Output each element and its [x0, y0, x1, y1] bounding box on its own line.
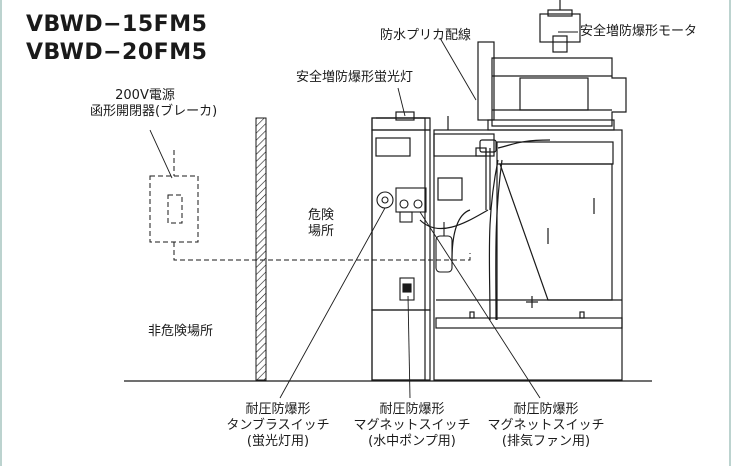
- label-non-danger-area: 非危険場所: [148, 324, 214, 339]
- label-motor: 安全増防爆形モータ: [580, 24, 698, 39]
- label-danger-line1: 危険: [308, 208, 335, 223]
- label-fan-switch: 耐圧防爆形 マグネットスイッチ (排気ファン用): [484, 402, 608, 450]
- model-name-1: VBWD−15FM5: [26, 12, 208, 37]
- label-sw1-line2: タンブラスイッチ: [226, 418, 330, 433]
- leader-lines: [149, 31, 578, 179]
- label-sw2-line1: 耐圧防爆形: [379, 402, 445, 417]
- breaker-box: [149, 150, 471, 261]
- exhaust-fan-assembly: [376, 0, 627, 131]
- label-power-source: 200V電源 函形開閉器(ブレーカ): [90, 88, 218, 120]
- switch-leader-lines: [279, 207, 541, 399]
- waterproof-conduit: [419, 139, 551, 321]
- label-danger-line2: 場所: [308, 224, 335, 239]
- label-pump-switch: 耐圧防爆形 マグネットスイッチ (水中ポンプ用): [350, 402, 474, 450]
- label-sw2-line3: (水中ポンプ用): [368, 434, 456, 449]
- label-lamp: 安全増防爆形蛍光灯: [296, 70, 414, 85]
- label-sw3-line1: 耐圧防爆形: [513, 402, 579, 417]
- hatched-wall: [255, 117, 267, 381]
- model-name-2: VBWD−20FM5: [26, 40, 208, 65]
- label-sw1-line1: 耐圧防爆形: [245, 402, 311, 417]
- label-sw2-line2: マグネットスイッチ: [353, 418, 471, 433]
- label-danger-area: 危険 場所: [308, 208, 334, 240]
- label-power-line1: 200V電源: [115, 88, 175, 103]
- label-waterproof-wiring: 防水プリカ配線: [380, 28, 472, 43]
- label-sw3-line3: (排気ファン用): [501, 434, 591, 449]
- label-sw1-line3: (蛍光灯用): [246, 434, 310, 449]
- booth-body: [371, 117, 623, 381]
- label-power-line2: 函形開閉器(ブレーカ): [90, 104, 218, 119]
- label-sw3-line2: マグネットスイッチ: [487, 418, 605, 433]
- label-tumbler-switch: 耐圧防爆形 タンブラスイッチ (蛍光灯用): [218, 402, 338, 450]
